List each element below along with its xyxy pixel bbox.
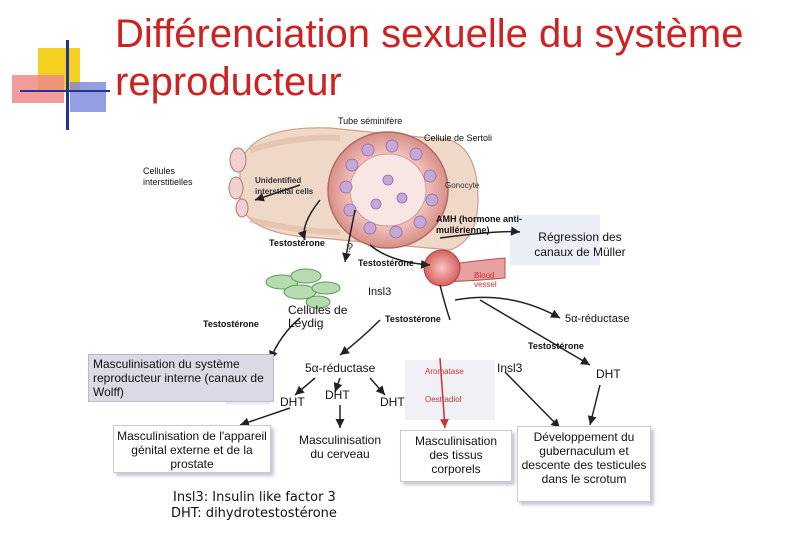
interstitial-cells bbox=[228, 147, 249, 218]
page-title: Différenciation sexuelle du système repr… bbox=[115, 12, 744, 104]
testosterone-label-4: Testostérone bbox=[385, 314, 441, 324]
legend-insl3: Insl3: Insulin like factor 3 bbox=[173, 490, 336, 505]
blood-vessel-label: Blood vessel bbox=[474, 271, 497, 289]
testosterone-label-5: Testostérone bbox=[528, 341, 584, 351]
sertoli-label: Cellule de Sertoli bbox=[424, 133, 493, 143]
testosterone-label-1: Testostérone bbox=[269, 238, 325, 248]
blood-vessel bbox=[423, 249, 506, 287]
arrows bbox=[239, 184, 601, 429]
insl3-mid-label: Insl3 bbox=[497, 361, 523, 375]
vertical-line bbox=[66, 40, 69, 130]
red-square bbox=[12, 75, 64, 103]
wolff-box: Masculinisation du système reproducteur … bbox=[88, 354, 274, 402]
tube-label: Tube séminifère bbox=[338, 116, 403, 126]
blue-square bbox=[70, 82, 106, 112]
legend-dht: DHT: dihydrotestostérone bbox=[171, 506, 337, 521]
genital-box: Masculinisation de l'appareil génital ex… bbox=[113, 425, 271, 473]
testosterone-label-3: Testostérone bbox=[203, 319, 259, 329]
amh-label: AMH (hormone anti-mullérienne) bbox=[436, 214, 522, 235]
leydig-cells bbox=[265, 268, 341, 309]
interstitial-label: Cellules interstitielles bbox=[143, 166, 193, 187]
five-alpha-reductase-mid: 5α-réductase bbox=[305, 361, 376, 375]
five-alpha-reductase-right: 5α-réductase bbox=[565, 313, 630, 325]
gonocyte-label: Gonocyte bbox=[445, 181, 480, 190]
dht-right-label: DHT bbox=[596, 367, 621, 381]
dht-label-b: DHT bbox=[325, 388, 350, 402]
dht-label-c: DHT bbox=[380, 395, 405, 409]
testosterone-label-2: Testostérone bbox=[358, 258, 414, 268]
insl3-top-label: Insl3 bbox=[368, 286, 392, 298]
horizontal-line bbox=[20, 90, 110, 92]
question-mark: ? bbox=[346, 240, 354, 255]
aromatase-label: Aromatase bbox=[425, 367, 464, 376]
regression-label: Régression des canaux de Müller bbox=[534, 230, 626, 259]
gubernaculum-box: Développement du gubernaculum et descent… bbox=[517, 426, 651, 502]
tissues-box: Masculinisation des tissus corporels bbox=[400, 430, 512, 482]
oestradiol-label: Oestradiol bbox=[425, 395, 462, 404]
unidentified-label: Unidentified interstitial cells bbox=[255, 176, 314, 196]
dht-label-a: DHT bbox=[280, 395, 305, 409]
seminiferous-tube bbox=[239, 127, 479, 251]
brain-box: Masculinisation du cerveau bbox=[290, 430, 390, 466]
corner-decoration bbox=[0, 0, 110, 130]
leydig-label: Cellules de Leydig bbox=[288, 303, 348, 330]
